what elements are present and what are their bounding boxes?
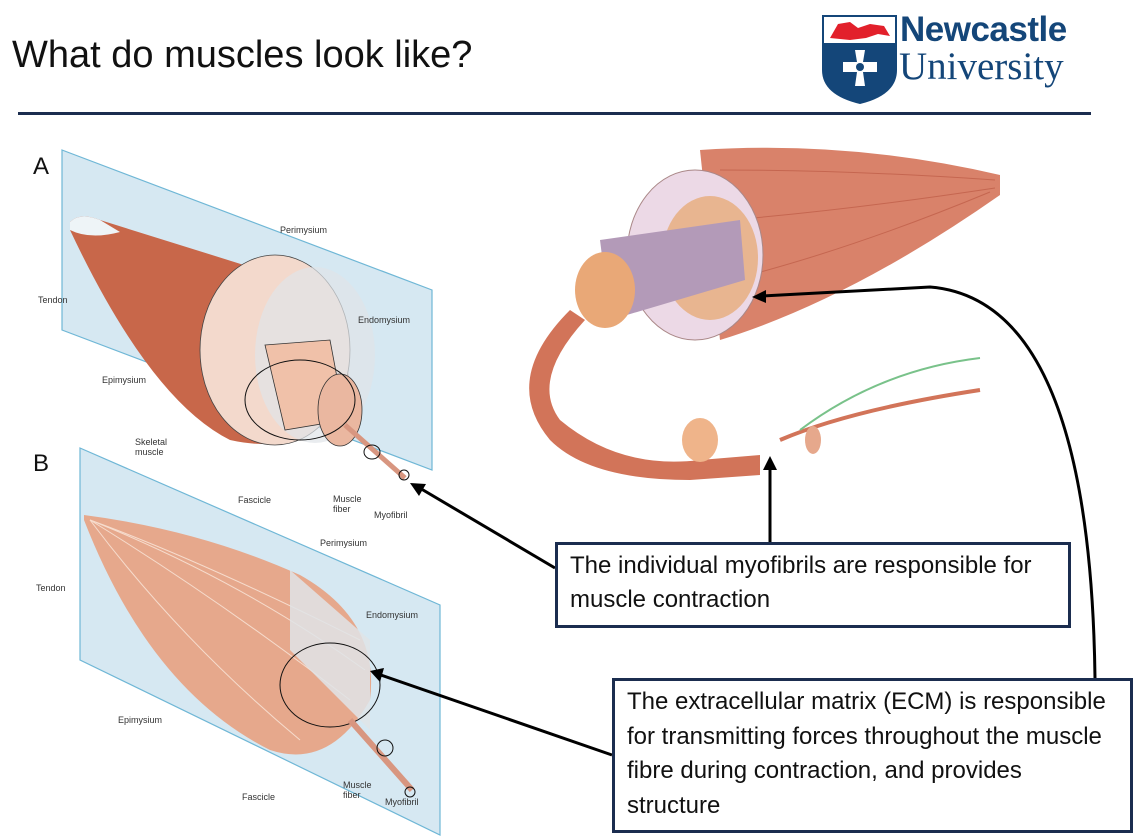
logo-wordmark-line1: Newcastle — [900, 10, 1067, 49]
label-a-myofibril: Myofibril — [374, 510, 408, 520]
label-a-fascicle: Fascicle — [238, 495, 272, 505]
callout-myofibrils: The individual myofibrils are responsibl… — [555, 542, 1071, 628]
label-b-epimysium: Epimysium — [118, 715, 163, 725]
diagram-a-figure — [61, 149, 433, 481]
label-b-muscle-fiber: Muscle fiber — [343, 780, 372, 800]
label-a-epimysium: Epimysium — [102, 375, 147, 385]
label-b-myofibril: Myofibril — [385, 797, 419, 807]
label-b-endomysium: Endomysium — [366, 610, 419, 620]
label-a-skeletal-muscle: Skeletal muscle — [135, 437, 168, 457]
label-b-perimysium: Perimysium — [320, 538, 368, 548]
diagram-b-figure — [79, 447, 441, 836]
title-divider — [18, 112, 1091, 115]
callout-arrows — [377, 285, 1097, 757]
muscle-bundle-illustration — [529, 147, 1000, 480]
arrowheads — [370, 290, 777, 682]
callout-ecm: The extracellular matrix (ECM) is respon… — [612, 678, 1133, 833]
slide-title: What do muscles look like? — [12, 34, 473, 76]
label-a-perimysium: Perimysium — [280, 225, 328, 235]
label-a-endomysium: Endomysium — [358, 315, 411, 325]
diagram-b-letter: B — [33, 450, 50, 477]
label-b-tendon: Tendon — [36, 583, 66, 593]
label-a-muscle-fiber: Muscle fiber — [333, 494, 362, 514]
label-a-tendon: Tendon — [38, 295, 68, 305]
diagram-a-letter: A — [33, 153, 50, 180]
logo-wordmark-line2: University — [899, 45, 1064, 88]
label-b-fascicle: Fascicle — [242, 792, 276, 802]
